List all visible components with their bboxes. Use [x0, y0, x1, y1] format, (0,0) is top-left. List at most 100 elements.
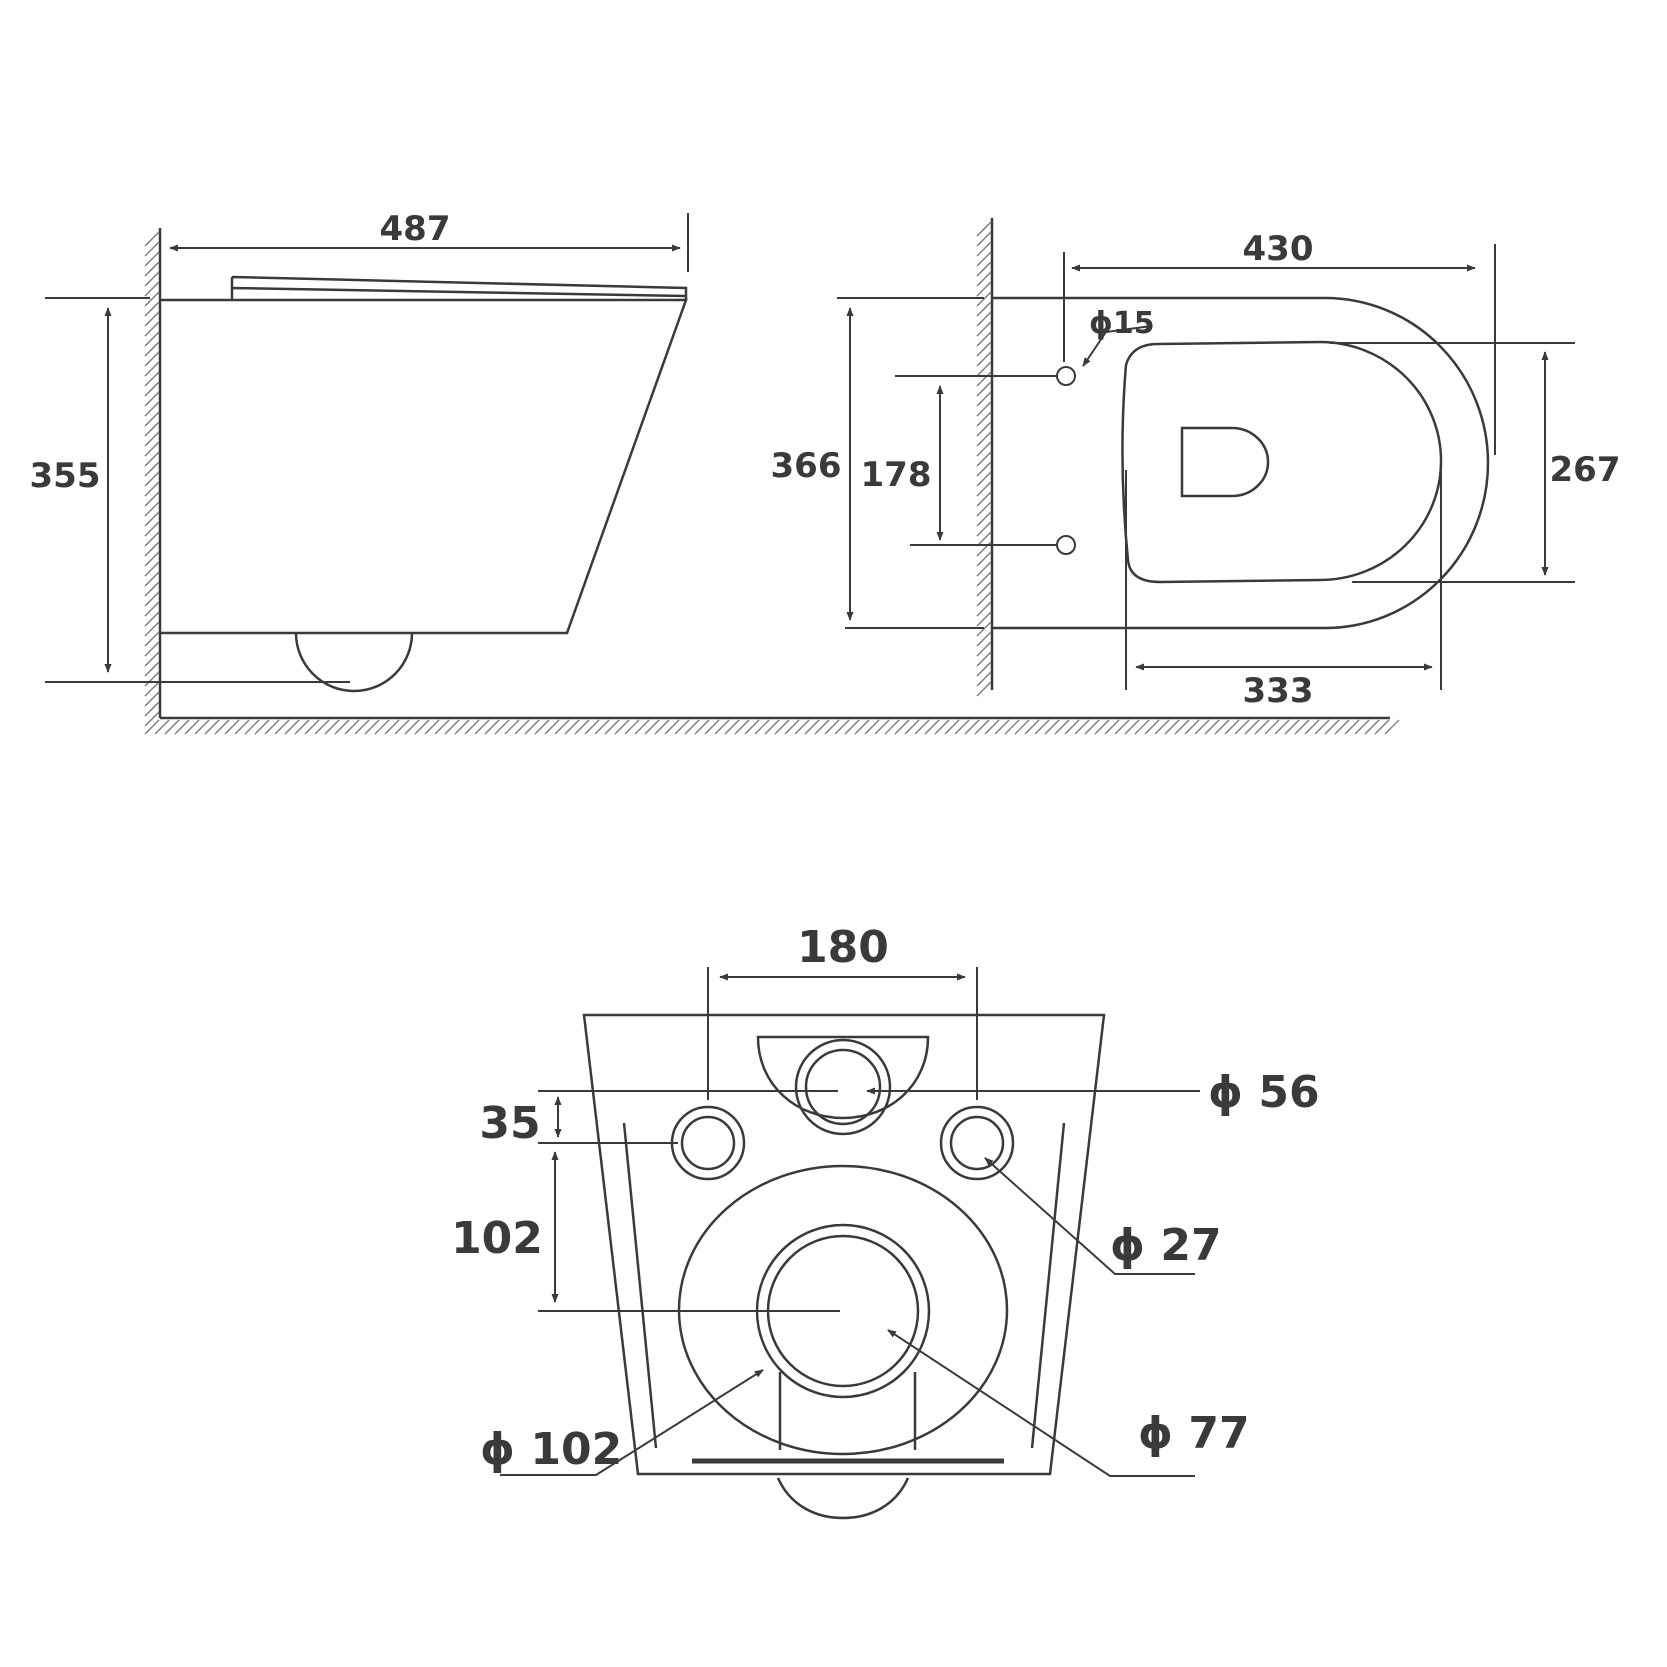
hatch-line [144, 701, 160, 717]
rear-body-outline [582, 1013, 1106, 1476]
dim-rear-bolt-offset: 35 [479, 1096, 562, 1149]
hatch-line [144, 541, 160, 557]
hatch-line [976, 381, 992, 397]
hatch-line [144, 251, 160, 267]
hatch-line [714, 719, 730, 735]
hatch-line [1214, 719, 1230, 735]
rear-bolt-hole-right-outer [939, 1105, 1015, 1181]
hatch-line [976, 371, 992, 387]
dim-top-length: 430 [1071, 229, 1476, 272]
side-seat-lid [230, 275, 688, 300]
hatch-line [976, 491, 992, 507]
dim-rear-outlet-inner-diameter: ϕ 77 [887, 1329, 1250, 1477]
hatch-line [144, 371, 160, 387]
hatch-line [724, 719, 740, 735]
hatch-line [976, 601, 992, 617]
dim-side-length: 487 [169, 209, 681, 252]
hatch-line [584, 719, 600, 735]
hatch-line [144, 631, 160, 647]
dim-rear-outlet-inner-leader [887, 1329, 1195, 1477]
rear-flush-cap [756, 1035, 930, 1120]
hatch-line [1024, 719, 1040, 735]
hatch-line [1204, 719, 1220, 735]
hatch-line [144, 551, 160, 567]
hatch-line [324, 719, 340, 735]
dim-top-total-height: 366 [771, 307, 854, 621]
hatch-line [144, 651, 160, 667]
rear-inlet-outer [794, 1038, 892, 1136]
hatch-line [604, 719, 620, 735]
hatch-line [884, 719, 900, 735]
hatch-line [144, 711, 160, 727]
hatch-line [524, 719, 540, 735]
hatch-line [424, 719, 440, 735]
hatch-line [144, 321, 160, 337]
hatch-line [1004, 719, 1020, 735]
hatch-line [804, 719, 820, 735]
hatch-line [684, 719, 700, 735]
hatch-line [144, 281, 160, 297]
rear-bolt-hole-left-inner [680, 1115, 736, 1171]
hatch-line [814, 719, 830, 735]
hatch-line [1334, 719, 1350, 735]
hatch-line [454, 719, 470, 735]
hatch-line [1234, 719, 1250, 735]
hatch-line [184, 719, 200, 735]
hatch-line [976, 331, 992, 347]
top-bolt-hole-upper [1056, 366, 1076, 386]
dim-rear-bolt-diameter-label: ϕ 27 [1110, 1220, 1222, 1271]
hatch-line [694, 719, 710, 735]
hatch-line [434, 719, 450, 735]
hatch-line [154, 719, 170, 735]
hatch-line [976, 481, 992, 497]
hatch-line [144, 411, 160, 427]
hatch-line [144, 241, 160, 257]
dim-rear-outlet-outer-diameter-label: ϕ 102 [480, 1424, 622, 1475]
hatch-line [1144, 719, 1160, 735]
hatch-line [624, 719, 640, 735]
hatch-line [144, 671, 160, 687]
hatch-line [1224, 719, 1240, 735]
hatch-line [534, 719, 550, 735]
hatch-line [964, 719, 980, 735]
hatch-line [976, 631, 992, 647]
hatch-line [824, 719, 840, 735]
hatch-line [1094, 719, 1110, 735]
hatch-line [994, 719, 1010, 735]
hatch-line [976, 251, 992, 267]
hatch-line [976, 351, 992, 367]
hatch-line [1324, 719, 1340, 735]
hatch-line [704, 719, 720, 735]
hatch-line [144, 261, 160, 277]
hatch-line [514, 719, 530, 735]
hatch-line [1104, 719, 1120, 735]
hatch-line [644, 719, 660, 735]
hatch-line [144, 331, 160, 347]
hatch-line [484, 719, 500, 735]
hatch-line [144, 431, 160, 447]
dim-top-bowl-length-label: 333 [1243, 671, 1314, 711]
dim-rear-bolt-spacing-label: 180 [797, 922, 889, 973]
hatch-line [414, 719, 430, 735]
hatch-line [444, 719, 460, 735]
dim-rear-outlet-offset-label: 102 [451, 1213, 543, 1264]
hatch-line [294, 719, 310, 735]
hatch-line [976, 361, 992, 377]
hatch-line [1254, 719, 1270, 735]
hatch-line [144, 311, 160, 327]
hatch-line [474, 719, 490, 735]
hatch-line [404, 719, 420, 735]
hatch-line [144, 351, 160, 367]
hatch-line [144, 621, 160, 637]
hatch-line [654, 719, 670, 735]
hatch-line [1374, 719, 1390, 735]
hatch-line [794, 719, 810, 735]
hatch-line [1184, 719, 1200, 735]
dim-rear-outlet-outer-diameter: ϕ 102 [480, 1369, 764, 1476]
hatch-line [976, 591, 992, 607]
hatch-line [1194, 719, 1210, 735]
hatch-line [934, 719, 950, 735]
hatch-line [144, 471, 160, 487]
hatch-line [976, 401, 992, 417]
hatch-line [1174, 719, 1190, 735]
